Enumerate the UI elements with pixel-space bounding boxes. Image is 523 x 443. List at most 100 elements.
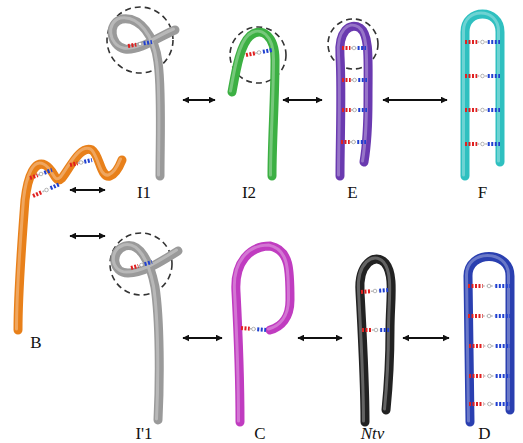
hbond-hydrogen	[481, 74, 485, 78]
hbond-hydrogen	[374, 328, 378, 332]
hbond-donor	[257, 327, 266, 332]
hbond-donor	[496, 374, 510, 378]
hbond-acceptor	[128, 45, 136, 46]
hbond-donor	[358, 78, 367, 82]
hbond-donor	[263, 50, 272, 52]
hairpin-illustration	[450, 0, 515, 202]
backbone-tube	[112, 19, 175, 176]
equilibrium-arrow	[70, 189, 105, 191]
structure-node: I2	[218, 25, 280, 202]
hbond-hydrogen	[79, 161, 83, 165]
equilibrium-arrow	[183, 337, 222, 339]
hbond-donor	[44, 170, 52, 173]
hbond-donor	[51, 184, 60, 188]
hairpin-illustration	[108, 5, 180, 202]
backbone-tube	[465, 14, 500, 176]
hbond-link	[371, 290, 379, 292]
state-label: D	[476, 425, 492, 443]
hbond-donor	[380, 328, 390, 332]
hbond-donor	[144, 42, 152, 43]
hbond-hydrogen	[481, 40, 485, 44]
hbond-link	[42, 188, 50, 192]
tube-highlight	[467, 256, 509, 422]
hbond-hydrogen	[488, 344, 492, 348]
state-label: I'1	[133, 425, 154, 443]
structure-node: D	[452, 245, 517, 443]
tube-highlight	[113, 244, 176, 419]
hbond-hydrogen	[487, 314, 491, 318]
backbone-tube	[468, 257, 510, 423]
hbond-hydrogen	[481, 142, 485, 146]
hbond-acceptor	[131, 266, 138, 268]
hbond-hydrogen	[257, 51, 261, 55]
hbond-hydrogen	[353, 108, 357, 112]
hairpin-illustration	[452, 245, 517, 443]
hbond-acceptor	[362, 328, 372, 332]
structure-node: I'1	[108, 228, 180, 443]
hbond-donor	[358, 108, 367, 112]
hbond-hydrogen	[488, 374, 492, 378]
tube-highlight	[234, 245, 288, 421]
tube-highlight	[338, 25, 366, 175]
hbond-donor	[488, 142, 500, 146]
hbond-donor	[357, 140, 366, 144]
tube-highlight	[111, 18, 174, 175]
hbond-donor	[488, 108, 500, 112]
tube-highlight	[231, 31, 274, 175]
equilibrium-arrow	[70, 235, 105, 237]
hbond-donor	[496, 344, 510, 348]
hbond-acceptor	[342, 78, 351, 82]
hbond-hydrogen	[353, 78, 357, 82]
hbond-hydrogen	[488, 402, 492, 406]
hbond-acceptor	[465, 142, 477, 146]
hbond-acceptor	[33, 192, 42, 196]
hbond-hydrogen	[39, 172, 43, 176]
hbond-hydrogen	[352, 46, 356, 50]
hbond-link	[250, 328, 258, 330]
hbond-acceptor	[342, 108, 351, 112]
equilibrium-arrow	[383, 99, 447, 101]
hairpin-illustration	[218, 25, 280, 202]
equilibrium-arrow	[283, 99, 322, 101]
equilibrium-arrow	[183, 99, 215, 101]
backbone-tube	[236, 246, 290, 422]
hbond-acceptor	[465, 74, 477, 78]
state-label: F	[476, 184, 489, 202]
hbond-donor	[495, 314, 510, 318]
structure-node: C	[225, 238, 295, 443]
hbond-hydrogen	[252, 327, 256, 331]
hbond-acceptor	[246, 53, 255, 55]
state-label: B	[28, 334, 43, 352]
hairpin-illustration	[225, 238, 295, 443]
hbond-acceptor	[241, 326, 250, 331]
hbond-acceptor	[469, 374, 483, 378]
equilibrium-arrow	[403, 337, 449, 339]
hbond-link	[138, 264, 144, 266]
hbond-acceptor	[465, 40, 477, 44]
hbond-link	[38, 173, 45, 175]
hbond-donor	[488, 74, 500, 78]
hbond-acceptor	[468, 314, 483, 318]
hbond-hydrogen	[138, 42, 142, 46]
hbond-donor	[496, 402, 510, 406]
state-label: Ntv	[359, 425, 387, 443]
hbond-acceptor	[361, 289, 371, 294]
hbond-acceptor	[469, 402, 483, 406]
hbond-donor	[488, 40, 500, 44]
equilibrium-arrow	[298, 337, 342, 339]
hairpin-illustration	[325, 15, 380, 202]
state-label: C	[252, 425, 267, 443]
structure-node: B	[5, 140, 67, 352]
hbond-acceptor	[341, 140, 350, 144]
hbond-hydrogen	[373, 289, 377, 293]
hbond-donor	[358, 46, 366, 50]
hbond-acceptor	[468, 284, 483, 288]
hairpin-illustration	[5, 140, 67, 352]
hbond-donor	[379, 288, 389, 293]
tube-highlight	[464, 13, 499, 175]
hbond-hydrogen	[140, 263, 144, 267]
hbond-donor	[84, 160, 92, 162]
hbond-acceptor	[70, 163, 78, 165]
hbond-hydrogen	[352, 140, 356, 144]
